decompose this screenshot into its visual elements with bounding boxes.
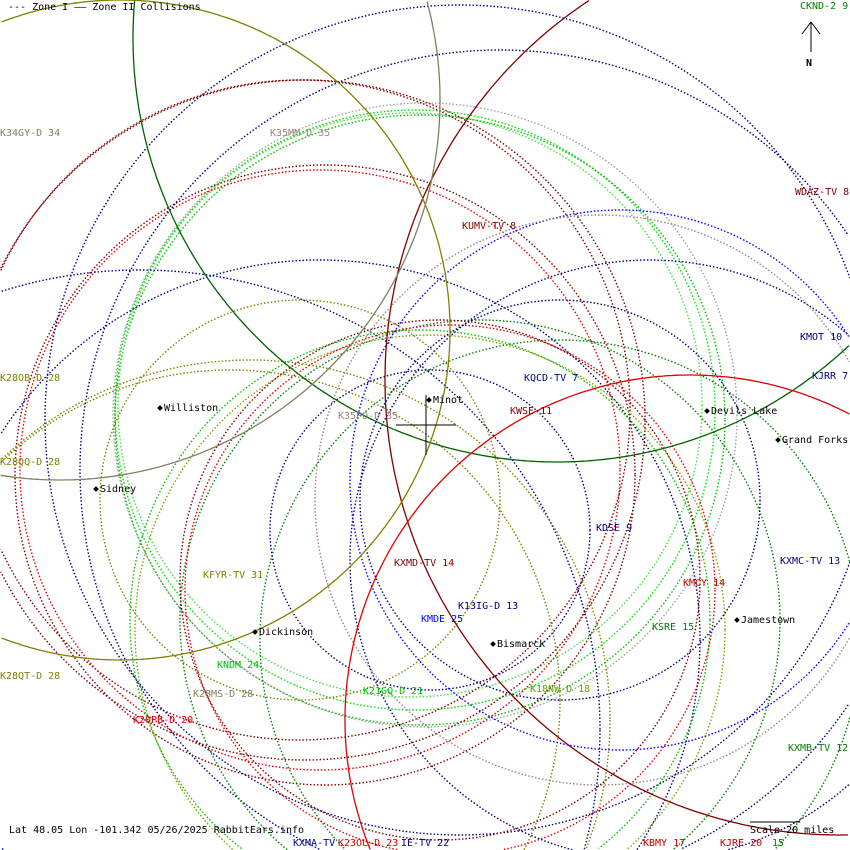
city-dot-icon xyxy=(734,617,740,623)
legend-zone2: —— Zone II Collisions xyxy=(74,2,201,13)
station-label[interactable]: K28QT-D 28 xyxy=(0,671,61,682)
station-label[interactable]: KMCY 14 xyxy=(683,578,726,589)
station-label[interactable]: KXMA-TV xyxy=(293,838,336,849)
city-name: Sidney xyxy=(100,484,137,495)
city-name: Grand Forks xyxy=(782,435,849,446)
station-label[interactable]: WDAZ-TV 8 xyxy=(795,187,850,198)
station-label[interactable]: K28OB-D 28 xyxy=(0,373,61,384)
zone1-contour xyxy=(1,359,611,850)
city-dot-icon xyxy=(157,405,163,411)
station-label[interactable]: 15 xyxy=(772,838,785,849)
zone1-contour xyxy=(179,319,781,850)
station-label[interactable]: KQCD-TV 7 xyxy=(524,373,579,384)
city-marker: Grand Forks xyxy=(775,435,849,446)
zone1-contour xyxy=(0,79,646,761)
zone2-collision-contour xyxy=(344,374,850,850)
city-marker: Devils Lake xyxy=(704,406,778,417)
zone1-contour xyxy=(112,102,738,728)
zone1-contour xyxy=(184,324,716,850)
city-name: Jamestown xyxy=(741,615,796,626)
city-dot-icon xyxy=(704,408,710,414)
station-label[interactable]: KXMD-TV 14 xyxy=(394,558,455,569)
station-label[interactable]: K28MS-D 28 xyxy=(193,689,254,700)
station-label[interactable]: KDSE 9 xyxy=(596,523,633,534)
station-label[interactable]: KJRE 20 xyxy=(720,838,763,849)
city-marker: Williston xyxy=(157,403,219,414)
scale-label: Scale 20 miles xyxy=(750,825,835,836)
station-label[interactable]: KXMC-TV 13 xyxy=(780,556,841,567)
legend: --- Zone I —— Zone II Collisions xyxy=(8,2,201,13)
zone1-contour xyxy=(14,164,636,786)
zone1-contour xyxy=(99,299,501,701)
station-label[interactable]: K35PO-D 35 xyxy=(338,411,399,422)
zone1-contour xyxy=(0,369,561,850)
zone1-contour xyxy=(117,112,703,698)
station-label[interactable]: K21GQ-D 21 xyxy=(363,686,424,697)
station-label[interactable]: KUMV-TV 8 xyxy=(462,221,517,232)
zone1-contour xyxy=(259,339,850,849)
zone1-contour xyxy=(79,49,849,850)
zone1-contour xyxy=(349,209,850,751)
station-label[interactable]: KFYR-TV 31 xyxy=(203,570,264,581)
station-label[interactable]: KBMY 17 xyxy=(643,838,686,849)
compass-label: N xyxy=(806,58,813,69)
zone2-collision-contour xyxy=(0,1,441,481)
city-dot-icon xyxy=(775,437,781,443)
zone2-collision-contour xyxy=(132,0,850,463)
station-label[interactable]: K18NW-D 18 xyxy=(530,684,591,695)
zone1-contour xyxy=(114,109,716,711)
zone1-contour xyxy=(1,269,601,850)
station-label[interactable]: KNDM 24 xyxy=(217,660,260,671)
zone1-contour xyxy=(114,114,726,726)
zone1-contour xyxy=(44,4,850,836)
zone2-collision-contour xyxy=(384,0,848,836)
footer-location: Lat 48.05 Lon -101.342 05/26/2025 Rabbit… xyxy=(9,825,305,836)
station-label[interactable]: KMOT 10 xyxy=(800,332,843,343)
zone2-collision-contour xyxy=(1,0,451,661)
station-label[interactable]: K23OL-D 23 xyxy=(338,838,399,849)
city-name: Minot xyxy=(433,395,464,406)
city-name: Williston xyxy=(164,403,219,414)
station-label[interactable]: KJRR 7 xyxy=(812,371,849,382)
zone1-contour xyxy=(349,259,850,850)
city-dot-icon xyxy=(252,629,258,635)
station-label[interactable]: KWSE 11 xyxy=(510,406,553,417)
zone1-contour xyxy=(359,299,761,701)
station-label[interactable]: K13IG-D 13 xyxy=(458,601,519,612)
zone1-contour xyxy=(179,319,701,841)
station-label[interactable]: K20PB-D 20 xyxy=(133,715,194,726)
station-label[interactable]: KMDE 25 xyxy=(421,614,464,625)
station-label[interactable]: KSRE 15 xyxy=(652,622,695,633)
station-label[interactable]: K35MM-D 35 xyxy=(270,128,331,139)
city-name: Bismarck xyxy=(497,639,546,650)
legend-zone1: --- Zone I xyxy=(8,2,69,13)
city-marker: Minot xyxy=(426,395,464,406)
city-marker: Bismarck xyxy=(490,639,546,650)
zone1-contour xyxy=(0,259,701,850)
station-label[interactable]: IE-TV 22 xyxy=(401,838,450,849)
city-dot-icon xyxy=(426,397,432,403)
zone1-contour xyxy=(19,169,621,771)
station-label[interactable]: KXMB-TV 12 xyxy=(788,743,849,754)
zone1-contour xyxy=(134,334,726,850)
city-marker: Sidney xyxy=(93,484,137,495)
city-name: Devils Lake xyxy=(711,406,778,417)
city-dot-icon xyxy=(490,641,496,647)
city-marker: Dickinson xyxy=(252,627,314,638)
station-label[interactable]: K28QQ-D 28 xyxy=(0,457,61,468)
station-label[interactable]: K34GY-D 34 xyxy=(0,128,61,139)
city-dot-icon xyxy=(93,486,99,492)
station-label[interactable]: CKND-2 9 xyxy=(800,1,849,12)
city-name: Dickinson xyxy=(259,627,314,638)
city-marker: Jamestown xyxy=(734,615,796,626)
